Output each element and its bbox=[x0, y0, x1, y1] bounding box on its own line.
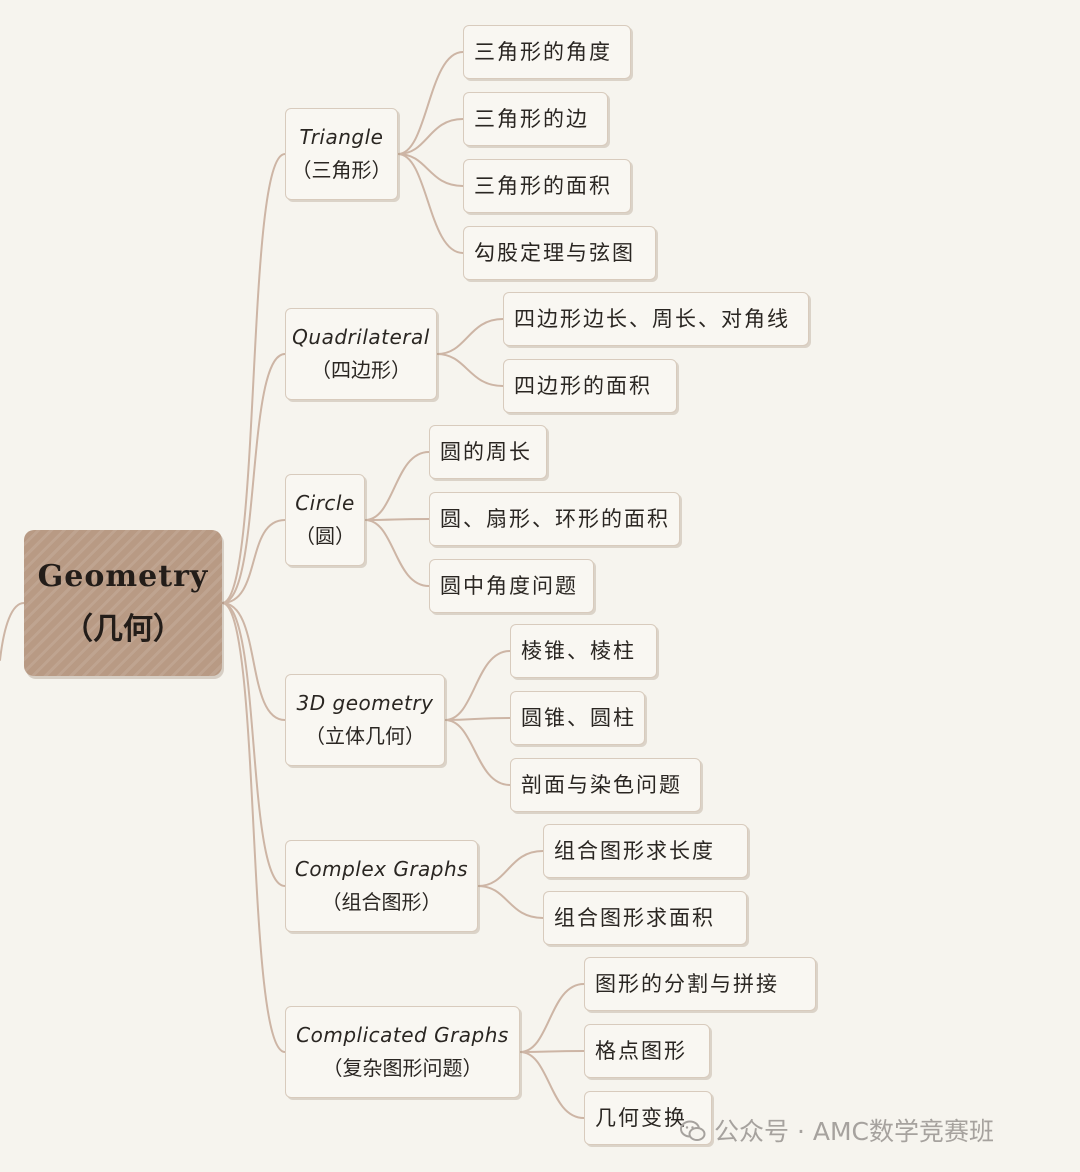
connector-category-to-leaf bbox=[364, 518, 430, 521]
subtopic-node[interactable]: 图形的分割与拼接 bbox=[584, 957, 816, 1011]
connector-root-to-category bbox=[221, 602, 286, 1053]
connector-category-to-leaf bbox=[444, 717, 511, 721]
connector-category-to-leaf bbox=[397, 153, 464, 254]
connector-category-to-leaf bbox=[436, 353, 504, 387]
connector-category-to-leaf bbox=[519, 983, 585, 1053]
subtopic-node[interactable]: 圆的周长 bbox=[429, 425, 547, 479]
category-title-zh: （立体几何） bbox=[305, 724, 425, 748]
connector-category-to-leaf bbox=[477, 850, 544, 887]
category-node[interactable]: Quadrilateral （四边形） bbox=[285, 308, 437, 400]
connector-root-to-category bbox=[221, 602, 286, 721]
watermark: 公众号 · AMC数学竞赛班 bbox=[680, 1112, 994, 1148]
subtopic-node[interactable]: 勾股定理与弦图 bbox=[463, 226, 656, 280]
connector-category-to-leaf bbox=[519, 1051, 585, 1119]
connector-category-to-leaf bbox=[519, 1050, 585, 1053]
subtopic-node[interactable]: 组合图形求面积 bbox=[543, 891, 747, 945]
subtopic-node[interactable]: 四边形边长、周长、对角线 bbox=[503, 292, 809, 346]
category-title-zh: （组合图形） bbox=[321, 890, 442, 914]
category-title-en: 3D geometry bbox=[296, 691, 434, 715]
subtopic-node[interactable]: 剖面与染色问题 bbox=[510, 758, 701, 812]
category-title-en: Complicated Graphs bbox=[296, 1023, 509, 1047]
connector-category-to-leaf bbox=[397, 51, 464, 155]
category-title-en: Triangle bbox=[299, 125, 384, 149]
connector-category-to-leaf bbox=[477, 885, 544, 919]
subtopic-node[interactable]: 圆、扇形、环形的面积 bbox=[429, 492, 680, 546]
category-title-zh: （圆） bbox=[295, 524, 355, 548]
root-title-zh: （几何） bbox=[63, 611, 183, 647]
category-node[interactable]: 3D geometry （立体几何） bbox=[285, 674, 445, 766]
connector-category-to-leaf bbox=[444, 650, 511, 721]
category-title-en: Circle bbox=[295, 491, 355, 515]
connector-category-to-leaf bbox=[397, 153, 464, 187]
subtopic-node[interactable]: 三角形的面积 bbox=[463, 159, 631, 213]
connector-root-left bbox=[0, 602, 25, 661]
connector-category-to-leaf bbox=[444, 719, 511, 786]
category-title-en: Quadrilateral bbox=[292, 325, 430, 349]
category-title-zh: （复杂图形问题） bbox=[322, 1056, 483, 1080]
connector-category-to-leaf bbox=[364, 451, 430, 521]
connector-category-to-leaf bbox=[397, 118, 464, 155]
connector-root-to-category bbox=[221, 353, 286, 604]
connector-category-to-leaf bbox=[436, 318, 504, 355]
connector-category-to-leaf bbox=[364, 519, 430, 587]
subtopic-node[interactable]: 三角形的角度 bbox=[463, 25, 631, 79]
category-title-zh: （三角形） bbox=[291, 158, 392, 182]
subtopic-node[interactable]: 四边形的面积 bbox=[503, 359, 677, 413]
category-title-zh: （四边形） bbox=[311, 358, 411, 382]
subtopic-node[interactable]: 圆中角度问题 bbox=[429, 559, 594, 613]
subtopic-node[interactable]: 三角形的边 bbox=[463, 92, 608, 146]
category-node[interactable]: Triangle （三角形） bbox=[285, 108, 398, 200]
category-node[interactable]: Complex Graphs （组合图形） bbox=[285, 840, 478, 932]
category-title-en: Complex Graphs bbox=[294, 857, 469, 881]
connector-root-to-category bbox=[221, 153, 286, 604]
root-node-geometry[interactable]: Geometry （几何） bbox=[24, 530, 222, 676]
category-node[interactable]: Circle （圆） bbox=[285, 474, 365, 566]
subtopic-node[interactable]: 棱锥、棱柱 bbox=[510, 624, 657, 678]
subtopic-node[interactable]: 组合图形求长度 bbox=[543, 824, 748, 878]
connector-root-to-category bbox=[221, 519, 286, 604]
wechat-icon bbox=[680, 1119, 706, 1141]
subtopic-node[interactable]: 格点图形 bbox=[584, 1024, 710, 1078]
category-node[interactable]: Complicated Graphs （复杂图形问题） bbox=[285, 1006, 520, 1098]
watermark-text: 公众号 · AMC数学竞赛班 bbox=[714, 1117, 994, 1146]
subtopic-node[interactable]: 圆锥、圆柱 bbox=[510, 691, 645, 745]
root-title-en: Geometry bbox=[37, 558, 209, 594]
connector-root-to-category bbox=[221, 602, 286, 887]
